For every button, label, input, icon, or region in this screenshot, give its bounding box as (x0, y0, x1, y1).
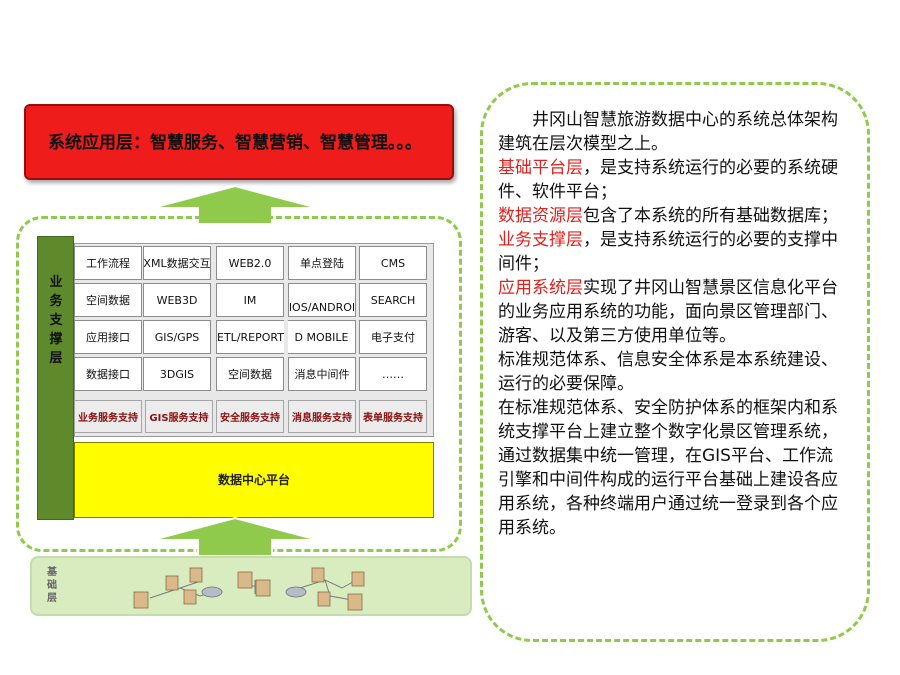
description-paragraph: ，是支持系统运行的必要的支撑中间件； (498, 230, 838, 274)
description-paragraph: ，是支持系统运行的必要的系统硬件、软件平台； (498, 158, 838, 202)
grid-cell: 消息中间件 (288, 357, 356, 391)
grid-cell: IOS/ANDROI (288, 283, 356, 317)
network-topology-icon (133, 567, 365, 611)
layer-term: 应用系统层 (498, 278, 583, 298)
service-support-box: 消息服务支持 (288, 400, 356, 433)
grid-cell: 单点登陆 (288, 246, 356, 280)
grid-cell: 空间数据 (216, 357, 284, 391)
description-paragraph: 包含了本系统的所有基础数据库； (583, 206, 838, 226)
grid-cell: WEB3D (143, 283, 211, 317)
description-paragraph: 标准规范体系、信息安全体系是本系统建设、运行的必要保障。 (498, 350, 838, 394)
support-layer-label: 业务支撑层 (49, 275, 63, 366)
up-arrow-top (151, 184, 319, 225)
service-support-box: 业务服务支持 (74, 400, 142, 433)
description-panel (480, 82, 870, 642)
description-paragraph: 井冈山智慧旅游数据中心的系统总体架构建筑在层次模型之上。 (498, 110, 838, 154)
application-layer-label: 系统应用层：智慧服务、智慧营销、智慧管理。。。 (48, 133, 422, 153)
base-layer-label: 基础层 (47, 567, 57, 604)
grid-cell: SEARCH (359, 283, 427, 317)
description-paragraph: 实现了井冈山智慧景区信息化平台的业务应用系统的功能，面向景区管理部门、游客、以及… (498, 278, 838, 346)
layer-term: 数据资源层 (498, 206, 583, 226)
grid-cell: 电子支付 (359, 320, 427, 354)
grid-cell: CMS (359, 246, 427, 280)
grid-cell: 3DGIS (143, 357, 211, 391)
grid-cell: 数据接口 (74, 357, 142, 391)
support-layer-side-bar: 业务支撑层 (37, 236, 74, 520)
grid-cell: 空间数据 (74, 283, 142, 317)
grid-cell: 应用接口 (74, 320, 142, 354)
data-center-label: 数据中心平台 (217, 473, 290, 487)
grid-cell: ETL/REPORT (216, 320, 284, 354)
service-support-box: 安全服务支持 (216, 400, 284, 433)
data-center-platform: 数据中心平台 (74, 442, 434, 518)
layer-term: 基础平台层 (498, 158, 583, 178)
grid-cell: 工作流程 (74, 246, 142, 280)
grid-cell: IM (216, 283, 284, 317)
grid-cell: D MOBILE (288, 320, 356, 354)
description-paragraph: 在标准规范体系、安全防护体系的框架内和系统支撑平台上建立整个数字化景区管理系统，… (498, 398, 838, 538)
application-layer-bar: 系统应用层：智慧服务、智慧营销、智慧管理。。。 (24, 104, 454, 180)
grid-cell: WEB2.0 (216, 246, 284, 280)
grid-cell: GIS/GPS (143, 320, 211, 354)
grid-cell: …… (359, 357, 427, 391)
grid-cell: XML数据交互 (143, 246, 211, 280)
service-support-box: 表单服务支持 (359, 400, 427, 433)
up-arrow-bottom (151, 516, 319, 557)
layer-term: 业务支撑层 (498, 230, 583, 250)
description-text: 井冈山智慧旅游数据中心的系统总体架构建筑在层次模型之上。 基础平台层，是支持系统… (498, 108, 846, 540)
service-support-box: GIS服务支持 (145, 400, 213, 433)
